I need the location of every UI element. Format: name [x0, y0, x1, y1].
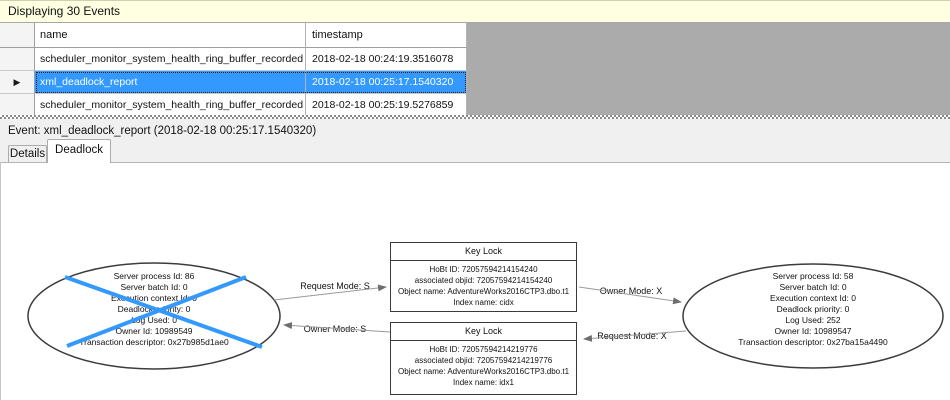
- resource-attr: Index name: cidx: [453, 298, 514, 307]
- edge-label-request-x: Request Mode: X: [597, 331, 667, 341]
- events-table-header-row: name timestamp: [0, 23, 467, 48]
- current-row-arrow-icon: ▶: [13, 77, 21, 87]
- process-attr: Deadlock priority: 0: [776, 304, 850, 314]
- column-header-timestamp[interactable]: timestamp: [306, 23, 467, 48]
- events-count-label: Displaying 30 Events: [8, 4, 121, 18]
- event-name-cell[interactable]: scheduler_monitor_system_health_ring_buf…: [35, 48, 306, 71]
- resource-title: Key Lock: [391, 243, 576, 261]
- process-attr: Transaction descriptor: 0x27ba15a4490: [738, 337, 888, 347]
- process-attr: Log Used: 252: [785, 315, 841, 325]
- event-name-cell[interactable]: xml_deadlock_report: [35, 71, 306, 94]
- row-header-cell[interactable]: [0, 94, 35, 115]
- grid-corner-cell[interactable]: [0, 23, 35, 48]
- detail-pane-chrome: [0, 119, 950, 162]
- event-timestamp-cell[interactable]: 2018-02-18 00:25:19.5276859: [306, 94, 467, 115]
- resource-attr: associated objid: 72057594214219776: [414, 356, 553, 365]
- process-attr: Server process Id: 58: [772, 271, 854, 281]
- resource-attr: Object name: AdventureWorks2016CTP3.dbo.…: [397, 367, 570, 376]
- process-node[interactable]: Server process Id: 58 Server batch Id: 0…: [701, 271, 925, 348]
- resource-node-key-lock-bottom[interactable]: Key Lock HoBt ID: 72057594214219776 asso…: [390, 322, 577, 395]
- resource-attr: Object name: AdventureWorks2016CTP3.dbo.…: [397, 287, 570, 296]
- process-attr: Deadlock priority: 0: [117, 304, 191, 314]
- resource-attr: HoBt ID: 72057594214219776: [429, 345, 538, 354]
- resource-attr: Index name: idx1: [453, 378, 514, 387]
- process-attr: Server batch Id: 0: [120, 282, 188, 292]
- event-timestamp-cell[interactable]: 2018-02-18 00:24:19.3516078: [306, 48, 467, 71]
- tab-deadlock[interactable]: Deadlock: [47, 139, 111, 163]
- table-row[interactable]: scheduler_monitor_system_health_ring_buf…: [0, 94, 467, 115]
- row-header-cell[interactable]: ▶: [0, 71, 35, 94]
- selected-event-caption: Event: xml_deadlock_report (2018-02-18 0…: [8, 125, 317, 137]
- horizontal-splitter[interactable]: [0, 115, 950, 119]
- tab-details[interactable]: Details: [8, 145, 47, 162]
- row-header-cell[interactable]: [0, 48, 35, 71]
- events-grid-region: name timestamp scheduler_monitor_system_…: [0, 23, 950, 115]
- process-attr: Log Used: 0: [131, 315, 177, 325]
- resource-attr: HoBt ID: 72057594214154240: [429, 265, 538, 274]
- edge-label-owner-s: Owner Mode: S: [303, 324, 367, 334]
- process-attr: Owner Id: 10989547: [774, 326, 852, 336]
- event-timestamp-cell[interactable]: 2018-02-18 00:25:17.1540320: [306, 71, 467, 94]
- events-count-banner: Displaying 30 Events: [0, 0, 950, 23]
- process-attr: Server process Id: 86: [113, 271, 195, 281]
- edge-label-request-s: Request Mode: S: [300, 281, 370, 291]
- process-attr: Transaction descriptor: 0x27b985d1ae0: [79, 337, 229, 347]
- process-node-victim[interactable]: Server process Id: 86 Server batch Id: 0…: [42, 271, 266, 348]
- resource-title: Key Lock: [391, 323, 576, 341]
- process-attr: Execution context Id: 0: [770, 293, 856, 303]
- resource-node-key-lock-top[interactable]: Key Lock HoBt ID: 72057594214154240 asso…: [390, 242, 577, 312]
- table-row[interactable]: scheduler_monitor_system_health_ring_buf…: [0, 48, 467, 71]
- event-name-cell[interactable]: scheduler_monitor_system_health_ring_buf…: [35, 94, 306, 115]
- resource-attr: associated objid: 72057594214154240: [414, 276, 553, 285]
- events-table: name timestamp scheduler_monitor_system_…: [0, 23, 467, 115]
- column-header-name[interactable]: name: [35, 23, 306, 48]
- table-row-selected[interactable]: ▶ xml_deadlock_report 2018-02-18 00:25:1…: [0, 71, 467, 94]
- process-attr: Execution context Id: 0: [111, 293, 197, 303]
- process-attr: Owner Id: 10989549: [115, 326, 193, 336]
- process-attr: Server batch Id: 0: [779, 282, 847, 292]
- edge-label-owner-x: Owner Mode: X: [599, 286, 663, 296]
